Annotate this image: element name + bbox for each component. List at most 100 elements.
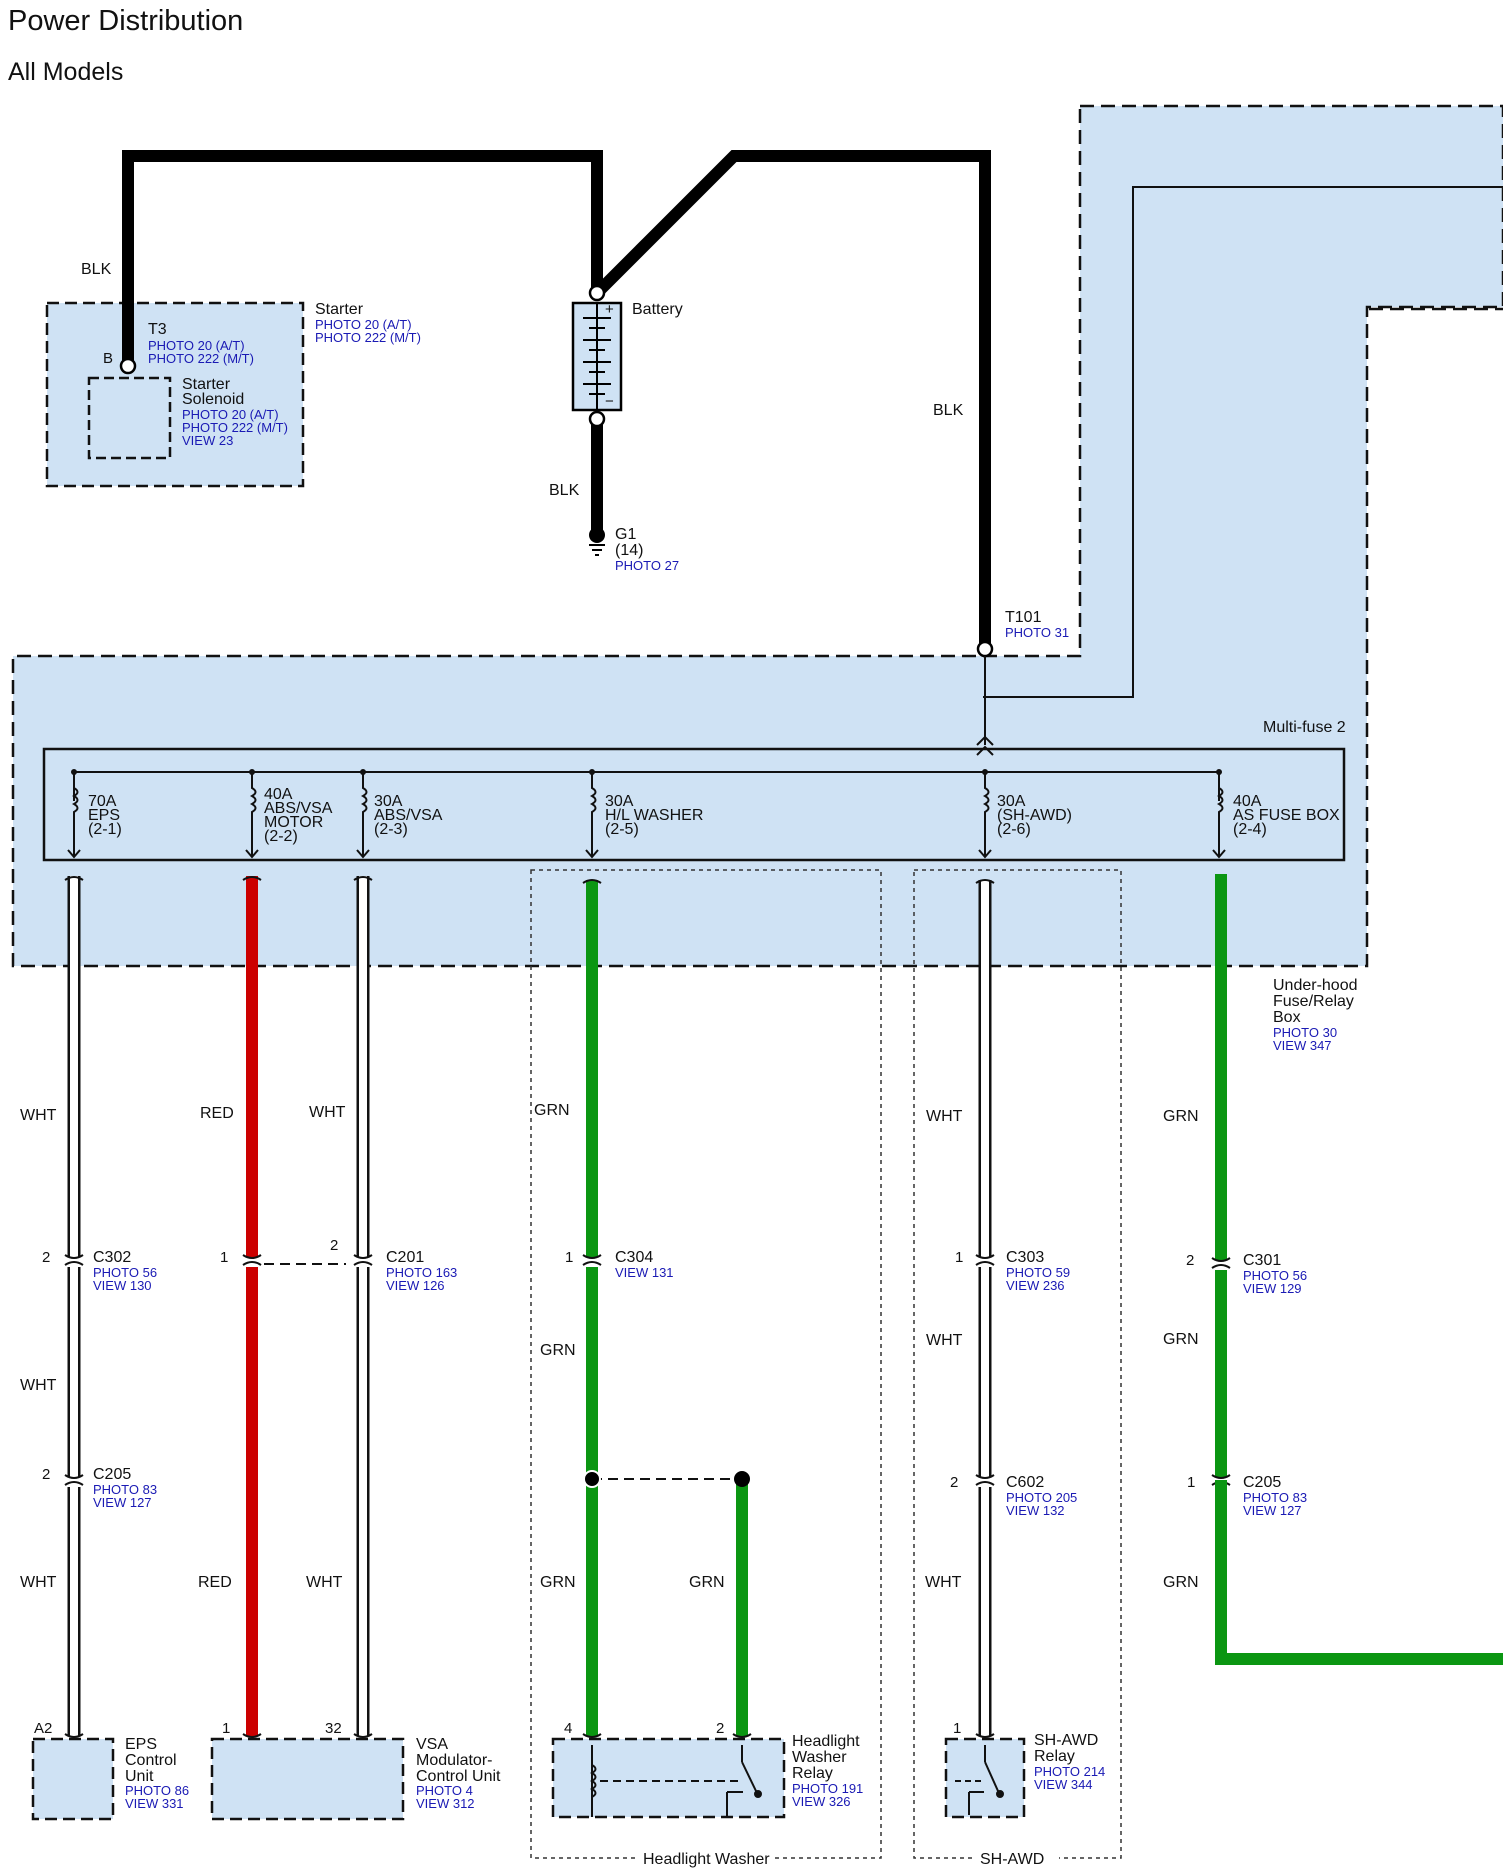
conn-c304-cup-top	[582, 1254, 602, 1259]
wire-shawd-cap-bottom	[975, 1733, 995, 1738]
vsamotor-end-pin: 1	[222, 1720, 230, 1737]
eps-c302-ref-2: VIEW 130	[93, 1278, 152, 1293]
shawd-c602-ref-1: PHOTO 205	[1006, 1490, 1077, 1505]
fusebox-ref-2: VIEW 347	[1273, 1038, 1332, 1053]
fusebox-ref-1: PHOTO 30	[1273, 1025, 1337, 1040]
washer-c304-ref-1: VIEW 131	[615, 1265, 674, 1280]
fuse-hlwasher-amp: 30A	[605, 793, 634, 810]
fuse-hlwasher-num: (2-5)	[605, 821, 639, 838]
solenoid-label-1: Starter	[182, 376, 231, 393]
fuse-bus-node	[982, 769, 988, 775]
washer-relay-label-2: Washer	[792, 1749, 847, 1766]
washer-c304-name: C304	[615, 1249, 653, 1266]
solenoid-ref-2: PHOTO 222 (M/T)	[182, 420, 288, 435]
fuse-asfuse-amp: 40A	[1233, 793, 1262, 810]
eps-c205-ref-2: VIEW 127	[93, 1495, 152, 1510]
shawd-c602-pin: 2	[950, 1474, 958, 1491]
vsamotor-wire-color-2: RED	[198, 1574, 232, 1591]
eps-wire-color-1: WHT	[20, 1107, 57, 1124]
fuse-eps-name: EPS	[88, 807, 120, 824]
eps-c205-name: C205	[93, 1466, 131, 1483]
conn-c304-cup-bottom	[582, 1261, 602, 1266]
fuse-arrow	[1212, 849, 1226, 859]
fuse-absmotor-num: (2-2)	[264, 828, 298, 845]
fuse-symbol	[589, 772, 597, 856]
washer-relay-ref-2: VIEW 326	[792, 1794, 851, 1809]
conn-c602-cup-bottom	[975, 1481, 995, 1486]
eps-c205-pin: 2	[42, 1466, 50, 1483]
shawd-wire-color-3: WHT	[925, 1574, 962, 1591]
fusebox-name-2: Fuse/Relay	[1273, 993, 1354, 1010]
wire-asfuse-exit	[1215, 1480, 1503, 1665]
t101-terminal	[976, 640, 994, 658]
battery-plus: +	[605, 301, 614, 318]
washer-wire-color-branch: GRN	[689, 1574, 725, 1591]
conn-c205-eps-cup-top	[64, 1474, 84, 1479]
fuse-shawd-name: (SH-AWD)	[997, 807, 1072, 824]
battery-minus: −	[605, 393, 614, 410]
group-label-bg-shawd	[975, 1848, 1059, 1868]
conn-c301-cup-top	[1211, 1257, 1231, 1262]
t3-terminal	[119, 357, 137, 375]
asfuse-wire-color-2: GRN	[1163, 1331, 1199, 1348]
vsa-control-unit-box	[210, 1737, 405, 1821]
wire-eps-cap-top	[64, 876, 84, 881]
wire-color-blk-battery: BLK	[549, 482, 580, 499]
vsa-unit-ref-1: PHOTO 4	[416, 1783, 473, 1798]
battery-icon	[571, 301, 623, 412]
fuse-bus-node	[1216, 769, 1222, 775]
conn-c201-b-cup-top	[353, 1254, 373, 1259]
fuse-arrow	[978, 849, 992, 859]
washer-relay-ref-1: PHOTO 191	[792, 1781, 863, 1796]
fusebox-internal-wire	[983, 186, 1503, 698]
vsa-unit-label-2: Modulator-	[416, 1752, 492, 1769]
washer-end-pin-a: 4	[564, 1720, 572, 1737]
g1-ref: PHOTO 27	[615, 558, 679, 573]
conn-c201-a-cup-bottom	[242, 1261, 262, 1266]
group-shawd	[913, 869, 1122, 1859]
blk-cable-starter	[122, 150, 603, 366]
wire-vsamotor-cap-top	[242, 876, 262, 881]
wire-color-blk-left: BLK	[81, 261, 112, 278]
asfuse-wire-color-1: GRN	[1163, 1108, 1199, 1125]
eps-wire-color-2: WHT	[20, 1377, 57, 1394]
ground-icon	[589, 527, 605, 556]
vsa-end-pin: 32	[325, 1720, 342, 1737]
group-headlight-washer	[530, 869, 882, 1859]
fuse-bus-node	[249, 769, 255, 775]
fuse-absmotor-name2: MOTOR	[264, 814, 323, 831]
vsa-c201-ref-2: VIEW 126	[386, 1278, 445, 1293]
multifuse-label: Multi-fuse 2	[1263, 719, 1346, 736]
asfuse-c301-ref-2: VIEW 129	[1243, 1281, 1302, 1296]
conn-c205-as-cup-top	[1211, 1474, 1231, 1479]
eps-control-unit-box	[31, 1737, 115, 1821]
page-subtitle: All Models	[8, 58, 123, 86]
group-label-shawd: SH-AWD	[980, 1851, 1044, 1868]
fuse-absmotor-amp: 40A	[264, 786, 293, 803]
asfuse-c301-pin: 2	[1186, 1252, 1194, 1269]
fuse-symbol	[982, 772, 990, 856]
vsamotor-wire-color-1: RED	[200, 1105, 234, 1122]
shawd-c602-ref-2: VIEW 132	[1006, 1503, 1065, 1518]
shawd-c602-name: C602	[1006, 1474, 1044, 1491]
t101-arrow	[976, 735, 994, 746]
eps-wire-color-3: WHT	[20, 1574, 57, 1591]
washer-splice-b	[734, 1471, 750, 1487]
conn-c303-cup-top	[975, 1254, 995, 1259]
battery-pos-terminal	[588, 284, 606, 302]
wire-washer-cap-top	[582, 879, 602, 884]
washer-wire-color-3: GRN	[540, 1574, 576, 1591]
vsa-wire-color-2: WHT	[306, 1574, 343, 1591]
asfuse-wire-color-3: GRN	[1163, 1574, 1199, 1591]
wire-eps-cap-bottom	[64, 1733, 84, 1738]
battery-neg-terminal	[588, 410, 606, 428]
shawd-relay-label-2: Relay	[1034, 1748, 1075, 1765]
fuse-eps-num: (2-1)	[88, 821, 122, 838]
t3-ref-1: PHOTO 20 (A/T)	[148, 338, 245, 353]
eps-end-pin: A2	[34, 1720, 52, 1737]
wire-washer-branch-cap	[732, 1733, 752, 1738]
vsa-c201-pin: 2	[330, 1237, 338, 1254]
fusebox-name-3: Box	[1273, 1009, 1301, 1026]
asfuse-c205-ref-2: VIEW 127	[1243, 1503, 1302, 1518]
vsamotor-c201-pin: 1	[220, 1249, 228, 1266]
